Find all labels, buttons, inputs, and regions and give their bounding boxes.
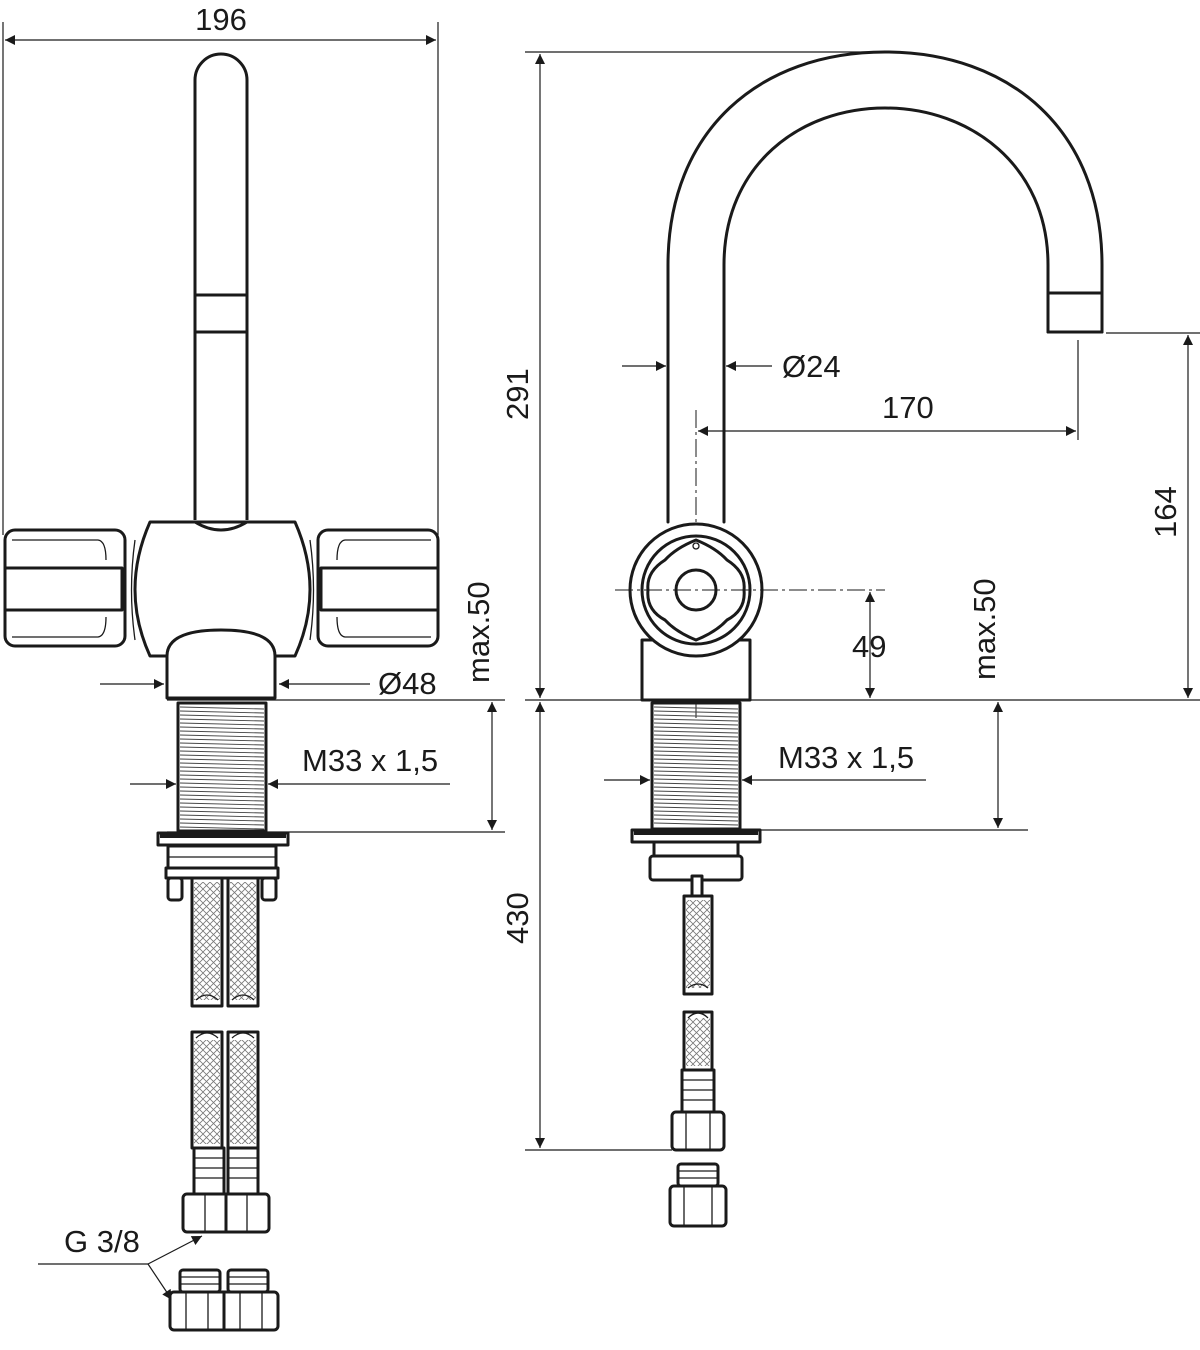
front-connection-label: G 3/8 — [64, 1224, 140, 1259]
thread-line — [653, 774, 739, 778]
front-max-deck-label: max.50 — [461, 581, 496, 683]
thread-line — [653, 710, 739, 714]
front-mounting-nut — [156, 831, 290, 902]
thread-line — [179, 790, 265, 794]
side-hose-length-label: 430 — [500, 892, 535, 944]
thread-line — [179, 774, 265, 778]
thread-line — [653, 738, 739, 742]
thread-line — [653, 762, 739, 766]
thread-line — [653, 810, 739, 814]
thread-line — [653, 718, 739, 722]
thread-line — [653, 734, 739, 738]
front-lower-hoses — [181, 1030, 271, 1234]
thread-line — [653, 794, 739, 798]
thread-line — [179, 770, 265, 774]
side-gooseneck-spout — [666, 50, 1104, 524]
front-upper-hoses — [190, 876, 260, 1008]
thread-line — [653, 726, 739, 730]
side-connection-fitting — [668, 1162, 728, 1228]
thread-line — [179, 722, 265, 726]
thread-line — [179, 802, 265, 806]
thread-line — [179, 758, 265, 762]
thread-line — [179, 778, 265, 782]
side-spout-reach-label: 170 — [882, 390, 934, 425]
thread-line — [653, 798, 739, 802]
right-handle — [316, 528, 440, 648]
front-overall-width-label: 196 — [195, 2, 247, 37]
thread-line — [179, 822, 265, 826]
thread-line — [653, 806, 739, 810]
thread-line — [653, 802, 739, 806]
front-base-diameter-label: Ø48 — [378, 666, 437, 701]
front-threaded-shank — [176, 701, 268, 833]
thread-line — [653, 742, 739, 746]
front-connection-callout: G 3/8 — [38, 1224, 203, 1301]
thread-line — [179, 750, 265, 754]
thread-line — [179, 706, 265, 710]
thread-line — [179, 762, 265, 766]
side-max-deck-label: max.50 — [967, 578, 1002, 680]
thread-line — [653, 782, 739, 786]
front-spout — [193, 52, 249, 520]
thread-line — [179, 818, 265, 822]
thread-line — [653, 746, 739, 750]
thread-line — [179, 782, 265, 786]
thread-line — [179, 746, 265, 750]
side-spout-diameter-label: Ø24 — [782, 349, 841, 384]
thread-line — [179, 826, 265, 830]
left-handle — [3, 528, 127, 648]
thread-line — [653, 722, 739, 726]
front-body — [130, 520, 315, 700]
thread-line — [653, 750, 739, 754]
thread-line — [179, 786, 265, 790]
thread-line — [653, 754, 739, 758]
side-thread-label: M33 x 1,5 — [778, 740, 914, 775]
thread-line — [179, 726, 265, 730]
thread-line — [179, 810, 265, 814]
front-view: Ø48 max.50 M33 x 1,5 — [2, 2, 505, 1332]
thread-line — [179, 814, 265, 818]
thread-line — [179, 718, 265, 722]
side-overall-height-label: 291 — [500, 368, 535, 420]
thread-line — [653, 778, 739, 782]
thread-line — [653, 790, 739, 794]
thread-line — [179, 754, 265, 758]
side-view: 291 Ø24 170 164 — [500, 50, 1200, 1228]
front-connection-fittings — [168, 1268, 280, 1332]
thread-line — [653, 814, 739, 818]
side-mounting-nut — [630, 828, 762, 902]
thread-line — [179, 710, 265, 714]
thread-line — [653, 786, 739, 790]
thread-line — [179, 714, 265, 718]
thread-line — [179, 806, 265, 810]
thread-line — [179, 798, 265, 802]
side-upper-hose — [682, 894, 714, 996]
thread-line — [653, 758, 739, 762]
thread-line — [653, 818, 739, 822]
thread-line — [653, 714, 739, 718]
side-threaded-shank — [650, 701, 742, 831]
thread-line — [653, 770, 739, 774]
thread-line — [653, 730, 739, 734]
thread-line — [653, 766, 739, 770]
side-lower-hose — [670, 1010, 726, 1152]
thread-line — [653, 822, 739, 826]
thread-line — [179, 794, 265, 798]
side-outlet-height-label: 164 — [1148, 486, 1183, 538]
thread-line — [179, 734, 265, 738]
thread-line — [179, 738, 265, 742]
thread-line — [179, 766, 265, 770]
side-handle-axis-label: 49 — [852, 629, 886, 664]
front-thread-label: M33 x 1,5 — [302, 743, 438, 778]
thread-line — [179, 742, 265, 746]
thread-line — [179, 730, 265, 734]
thread-line — [653, 706, 739, 710]
